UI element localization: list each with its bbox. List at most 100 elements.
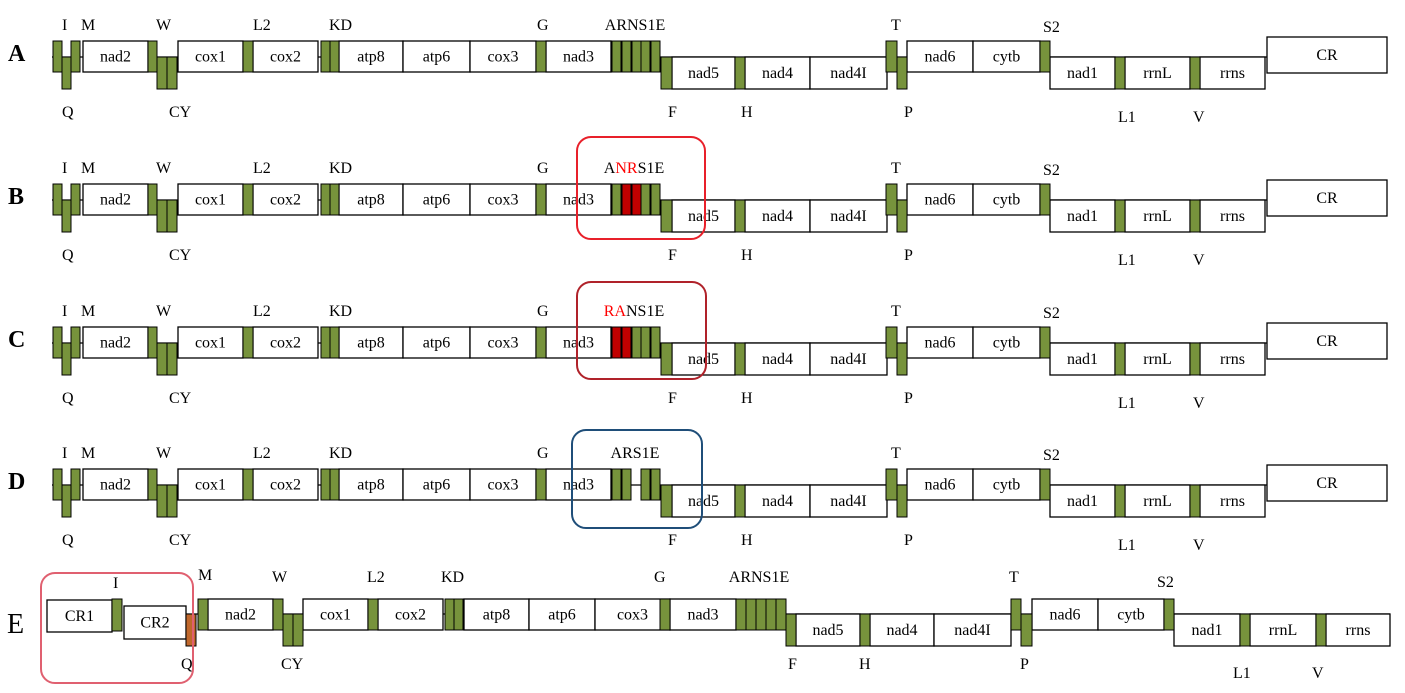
gene-label-nad2: nad2	[100, 49, 131, 66]
trna-g	[535, 40, 547, 73]
trna-q	[185, 613, 197, 647]
gene-label-rrns: rrns	[1346, 622, 1371, 639]
trna-v	[1189, 342, 1201, 376]
cluster-trna-5	[650, 326, 661, 359]
gene-box-nad5	[671, 484, 736, 518]
gene-label-nad6: nad6	[924, 49, 955, 66]
gene-label-nad1: nad1	[1067, 65, 1098, 82]
trna-w	[147, 183, 158, 216]
gene-label-cox3: cox3	[487, 335, 518, 352]
gene-box-nad6	[906, 183, 974, 216]
trna-l1	[1114, 484, 1126, 518]
gene-label-atp8: atp8	[357, 192, 385, 209]
trna-s2	[1039, 183, 1051, 216]
gene-label-nad6: nad6	[924, 477, 955, 494]
trna-label-p: P	[904, 390, 913, 407]
gene-label-cox3: cox3	[487, 477, 518, 494]
cluster-trna-4	[640, 183, 651, 216]
trna-label-s2: S2	[1157, 574, 1174, 591]
trna-label-kd: KD	[329, 160, 352, 177]
gene-box-cox2	[252, 468, 319, 501]
gene-box-nad2	[82, 468, 149, 501]
trna-label-l2: L2	[253, 160, 271, 177]
gene-box-rrnl	[1124, 484, 1191, 518]
trna-label-q: Q	[62, 247, 74, 264]
trna-label-g: G	[537, 445, 549, 462]
gene-box-cox3	[469, 183, 537, 216]
gene-box-atp8	[338, 326, 404, 359]
gene-label-cr: CR	[1316, 47, 1338, 64]
trna-label-arns1e: ARNS1E	[605, 17, 665, 34]
trna-label-kd: KD	[329, 17, 352, 34]
gene-box-cr	[1266, 464, 1388, 502]
trna-l2	[242, 468, 254, 501]
trna-k	[320, 40, 331, 73]
gene-label-cox3: cox3	[617, 607, 648, 624]
trna-label-t: T	[891, 303, 901, 320]
trna-c	[156, 484, 168, 518]
trna-label-h: H	[741, 247, 753, 264]
gene-box-nad3	[545, 468, 612, 501]
gene-label-nad4i: nad4I	[830, 493, 866, 510]
trna-l2	[242, 40, 254, 73]
trna-h	[734, 56, 746, 90]
cluster-trna-1	[735, 598, 747, 631]
gene-label-nad3: nad3	[563, 477, 594, 494]
trna-label-q: Q	[62, 532, 74, 549]
gene-box-atp6	[402, 326, 471, 359]
highlight-box	[576, 281, 707, 380]
gene-box-atp6	[402, 468, 471, 501]
trna-f	[660, 56, 673, 90]
gene-label-nad4i: nad4I	[830, 65, 866, 82]
gene-box-atp8	[338, 468, 404, 501]
row-label: C	[8, 327, 25, 353]
row-label: B	[8, 184, 24, 210]
trna-w	[147, 468, 158, 501]
trna-s2	[1039, 468, 1051, 501]
gene-label-nad5: nad5	[688, 351, 719, 368]
gene-box-nad4i	[809, 199, 888, 233]
trna-label-cy: CY	[169, 532, 192, 549]
gene-box-nad4	[744, 342, 811, 376]
trna-p	[1020, 613, 1033, 647]
gene-label-cox1: cox1	[195, 49, 226, 66]
cluster-label: RANS1E	[604, 303, 664, 320]
trna-label-w: W	[272, 569, 288, 586]
gene-label-cytb: cytb	[993, 477, 1021, 494]
trna-label-f: F	[668, 104, 677, 121]
cluster-trna-4	[765, 598, 777, 631]
trna-w	[272, 598, 284, 631]
gene-label-cox1: cox1	[195, 335, 226, 352]
gene-label-nad5: nad5	[688, 493, 719, 510]
row-label: E	[7, 609, 24, 640]
trna-k	[320, 468, 331, 501]
gene-box-nad6	[1031, 598, 1099, 631]
trna-label-s2: S2	[1043, 305, 1060, 322]
trna-y	[292, 613, 304, 647]
trna-y	[166, 342, 178, 376]
trna-label-v: V	[1193, 537, 1205, 554]
trna-q	[61, 342, 72, 376]
gene-box-nad3	[669, 598, 737, 631]
trna-label-h: H	[741, 390, 753, 407]
trna-label-v: V	[1193, 109, 1205, 126]
trna-w	[147, 40, 158, 73]
trna-label-h: H	[859, 656, 871, 673]
trna-q	[61, 199, 72, 233]
trna-label-m: M	[198, 567, 212, 584]
gene-label-atp8: atp8	[357, 335, 385, 352]
trna-m	[197, 598, 209, 631]
gene-label-cr1: CR1	[65, 608, 94, 625]
trna-i	[52, 40, 63, 73]
trna-m	[70, 326, 81, 359]
trna-label-g: G	[537, 160, 549, 177]
trna-label-g: G	[537, 303, 549, 320]
trna-y	[166, 56, 178, 90]
gene-box-nad2	[82, 183, 149, 216]
gene-box-nad4i	[809, 484, 888, 518]
trna-label-f: F	[668, 532, 677, 549]
trna-g	[535, 326, 547, 359]
trna-m	[70, 468, 81, 501]
